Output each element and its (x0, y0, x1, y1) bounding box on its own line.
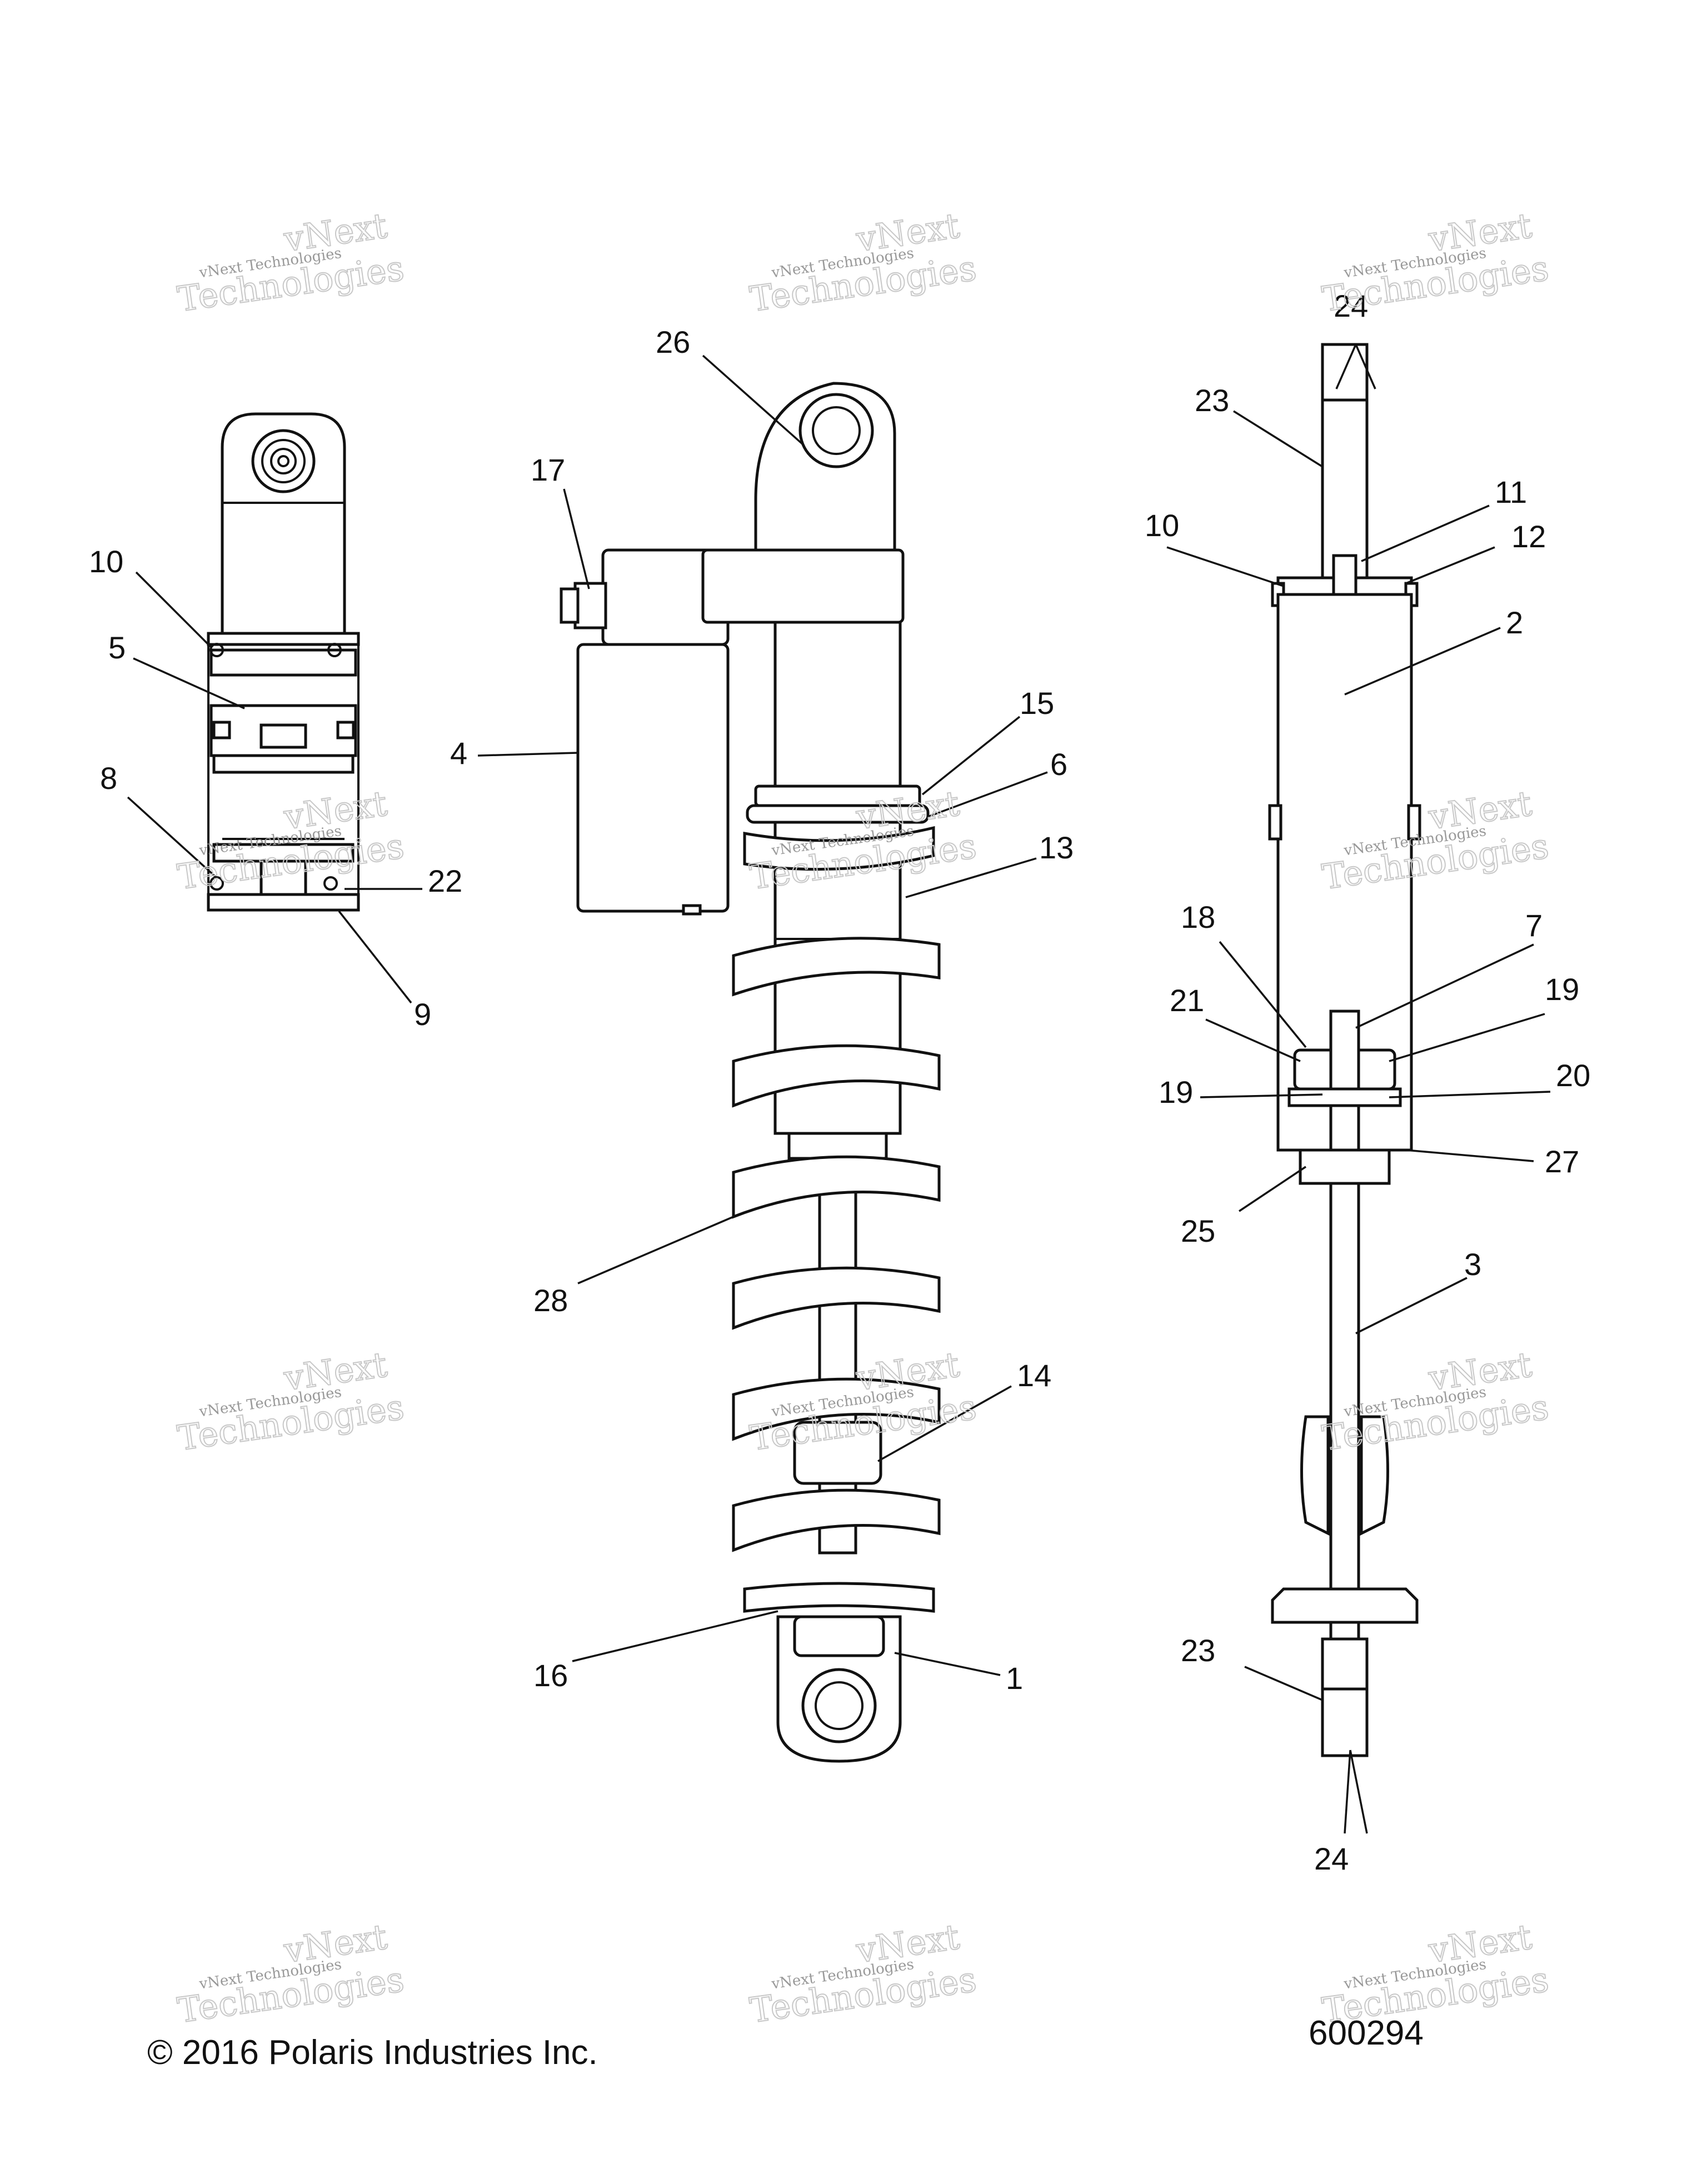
callout-9: 9 (414, 997, 431, 1032)
callout-10-left: 10 (89, 544, 123, 579)
callout-12: 12 (1511, 519, 1546, 554)
callout-18: 18 (1181, 899, 1215, 934)
callout-24-bottom: 24 (1314, 1841, 1349, 1876)
callout-7: 7 (1525, 908, 1543, 943)
callout-6: 6 (1050, 747, 1067, 782)
callout-20: 20 (1556, 1058, 1590, 1093)
callout-8: 8 (100, 761, 117, 796)
callout-17: 17 (531, 452, 565, 487)
callout-1: 1 (1006, 1661, 1023, 1696)
callout-19-right: 19 (1545, 972, 1579, 1007)
callout-11: 11 (1495, 474, 1527, 509)
callout-16: 16 (533, 1658, 568, 1693)
callout-21: 21 (1170, 983, 1204, 1018)
callout-15: 15 (1020, 686, 1054, 721)
reservoir-section-view (207, 412, 360, 912)
coil-spring (732, 826, 941, 1613)
callout-27: 27 (1545, 1144, 1579, 1179)
shock-section-view (1268, 343, 1421, 1757)
callout-4: 4 (450, 736, 467, 771)
callout-3: 3 (1464, 1247, 1481, 1282)
copyright-text: © 2016 Polaris Industries Inc. (147, 2033, 598, 2072)
callout-13: 13 (1039, 830, 1074, 865)
callout-26: 26 (656, 324, 690, 359)
callout-5: 5 (108, 630, 126, 665)
assembled-shock-view (560, 382, 941, 1763)
callout-labels: 10 5 8 22 9 26 17 4 15 6 13 28 14 16 1 2… (89, 288, 1590, 1876)
callout-23-top: 23 (1195, 383, 1229, 418)
callout-19-left: 19 (1159, 1074, 1193, 1110)
figure-number: 600294 (1309, 2014, 1424, 2052)
callout-24-top: 24 (1334, 288, 1368, 323)
callout-22: 22 (428, 863, 462, 898)
leader-lines (127, 344, 1551, 1834)
callout-23-bottom: 23 (1181, 1633, 1215, 1668)
callout-28: 28 (533, 1283, 568, 1318)
callout-10-right: 10 (1145, 508, 1179, 543)
callout-14: 14 (1017, 1358, 1051, 1393)
callout-25: 25 (1181, 1213, 1215, 1248)
callout-2: 2 (1506, 605, 1523, 640)
